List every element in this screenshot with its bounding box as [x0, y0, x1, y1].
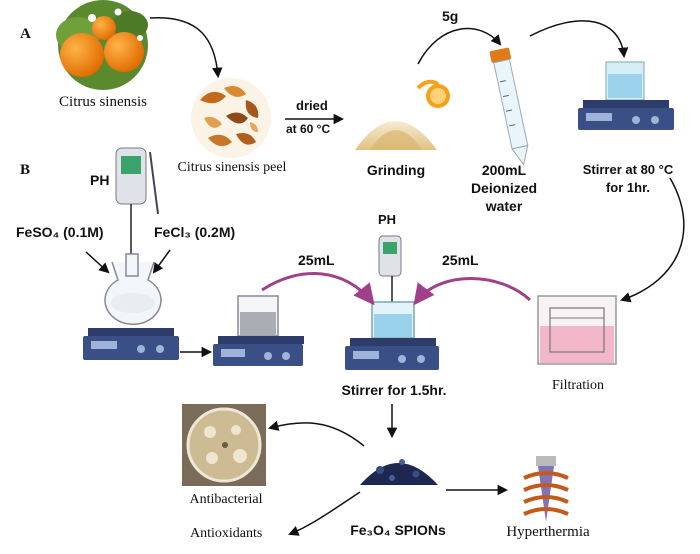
label-filtration: Filtration [551, 378, 605, 393]
hot-plate-stirrer-left [83, 328, 179, 360]
label-fecl3: FeCl₃ (0.2M) [154, 224, 236, 240]
arrow-filtrate-to-mix [413, 277, 532, 306]
hyperthermia-coil [523, 456, 569, 522]
three-neck-flask [104, 253, 162, 325]
label-volume-right: 25mL [442, 252, 479, 268]
label-water: water [485, 198, 523, 214]
filtration-apparatus [537, 295, 617, 365]
nanoparticle-powder-image [354, 444, 442, 496]
petri-dish-image [182, 404, 266, 486]
label-product: Fe₃O₄ SPIONs [350, 522, 446, 538]
label-grinding: Grinding [366, 162, 426, 178]
arrow-grinding-to-tube [417, 27, 502, 65]
hot-plate-stirrer-middle [345, 338, 439, 370]
label-stirrer-80-line2: for 1hr. [605, 180, 651, 195]
label-mass: 5g [442, 8, 459, 24]
label-citrus-sinensis: Citrus sinensis [59, 94, 147, 110]
label-citrus-peel: Citrus sinensis peel [177, 160, 287, 175]
label-hyperthermia: Hyperthermia [506, 524, 590, 540]
label-stirrer-80-line1: Stirrer at 80 °C [582, 162, 674, 177]
ph-meter-middle [378, 235, 402, 306]
beaker-blue [371, 301, 415, 339]
panel-label-a: A [20, 26, 31, 42]
ground-powder-image [350, 79, 450, 152]
falcon-tube [489, 47, 529, 166]
label-ph-left: PH [90, 172, 110, 188]
label-feso4: FeSO₄ (0.1M) [16, 224, 104, 240]
beaker-grey [237, 295, 279, 337]
orange-peel-image [191, 78, 271, 158]
label-stirrer-1-5: Stirrer for 1.5hr. [341, 382, 447, 398]
label-dried: dried [296, 98, 328, 113]
arrow-product-to-antibacterial [267, 420, 365, 447]
label-ph-middle: PH [378, 212, 397, 227]
panel-label-b: B [20, 162, 31, 178]
label-antioxidants: Antioxidants [190, 526, 263, 541]
label-antibacterial: Antibacterial [189, 492, 263, 507]
label-dried-temp: at 60 °C [286, 122, 331, 136]
arrow-fecl3-to-flask [152, 249, 171, 274]
arrow-citrus-to-peel [149, 17, 223, 79]
arrow-stirrer-to-filtration [620, 177, 685, 303]
hot-plate-stirrer-mid-left [213, 336, 304, 366]
ph-meter-left [115, 147, 159, 268]
hot-plate-stirrer-80 [578, 61, 674, 130]
arrow-feso4-to-flask [85, 251, 110, 274]
label-volume-left: 25mL [298, 252, 335, 268]
label-water-deionized: Deionized [470, 180, 538, 196]
arrow-beaker-to-mix [261, 272, 375, 306]
citrus-sinensis-image [56, 0, 148, 90]
arrow-tube-to-stirrer [529, 20, 629, 59]
label-water-volume: 200mL [481, 162, 527, 178]
arrow-product-to-antioxidants [288, 491, 361, 536]
